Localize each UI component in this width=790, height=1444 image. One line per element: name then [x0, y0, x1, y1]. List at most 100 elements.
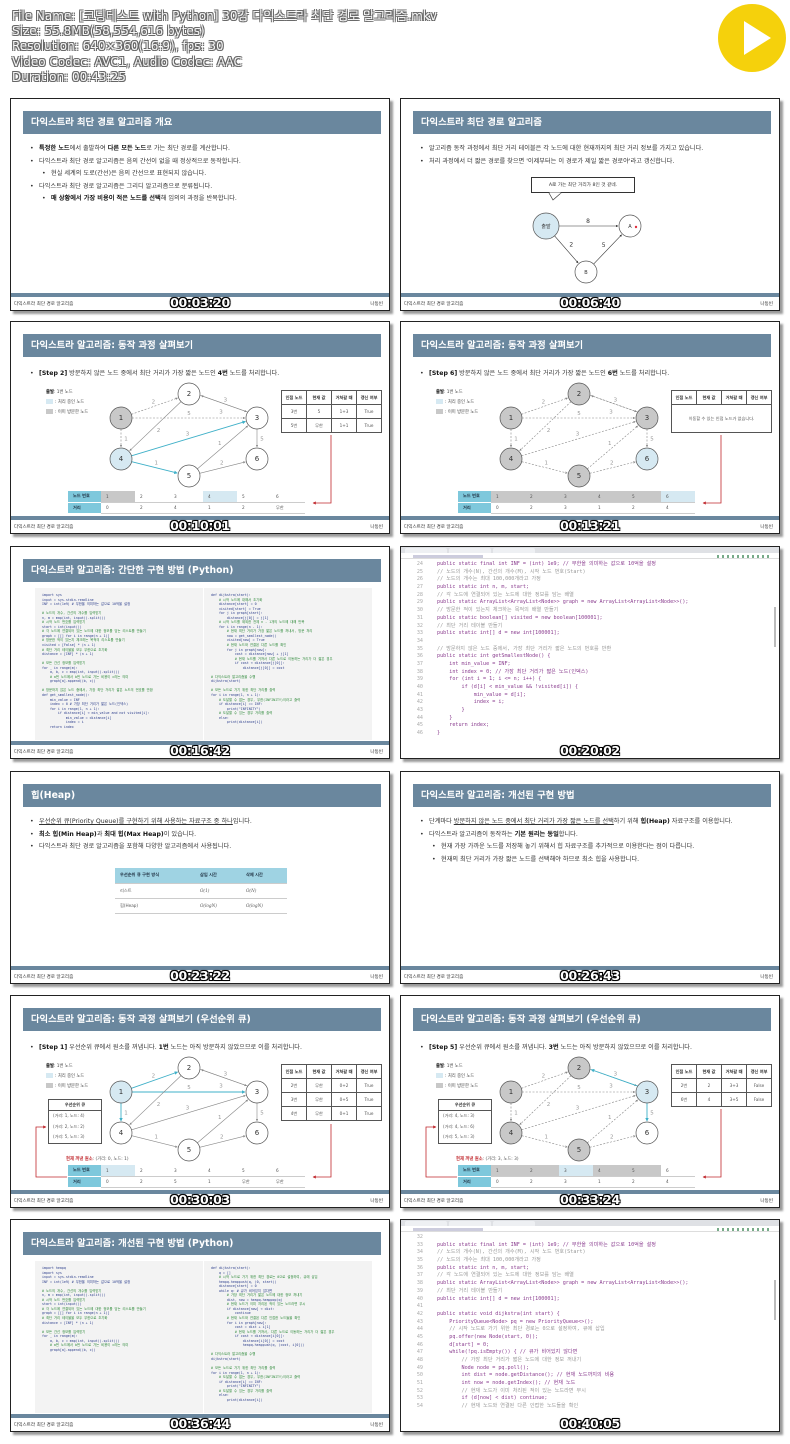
line-number: 46 — [416, 730, 423, 737]
edge-weight-label: 3 — [609, 410, 613, 416]
code-line: # 최단 거리 테이블을 모두 무한으로 초기화 — [42, 647, 108, 652]
browser-tab[interactable] — [449, 548, 491, 553]
code-line: heapq.heappush(q, (cost, i[0])) — [211, 1343, 305, 1348]
line-number: 25 — [416, 568, 423, 575]
bullet-text: 최대 힙(Max Heap) — [104, 830, 164, 838]
browser-tab[interactable] — [405, 1221, 447, 1226]
code-text: public static int n, m, start; — [437, 584, 530, 591]
address-input[interactable] — [413, 1227, 483, 1231]
code-line: distance[start] = 0 — [211, 1284, 257, 1289]
code-line: distance[i[0]] = cost — [211, 1338, 285, 1343]
code-line: # 도달할 수 있는 경우 거리를 출력 — [211, 711, 273, 716]
line-number: 38 — [416, 1280, 423, 1287]
footer-author: 나동빈 — [370, 1423, 383, 1428]
video-thumbnail-frame[interactable]: 다익스트라 알고리즘: 동작 과정 살펴보기 (우선순위 큐)다익스트라 최단 … — [400, 995, 780, 1208]
code-line: # 도달할 수 없는 경우, 무한(INFINITY)이라고 출력 — [211, 697, 301, 702]
footer-author: 나동빈 — [370, 750, 383, 755]
edge-weight-label: 3 — [576, 1106, 580, 1112]
legend-start-label: 출발 — [436, 390, 444, 395]
line-number: 34 — [416, 1249, 423, 1256]
graph-node-label: 6 — [645, 455, 650, 463]
scrollbar[interactable] — [774, 1280, 776, 1320]
graph-node-label: B — [584, 270, 588, 276]
code-text: int dist = node.getDistance(); // 현재 노드까… — [437, 1372, 615, 1379]
browser-tab[interactable] — [449, 1221, 491, 1226]
play-icon[interactable] — [718, 4, 786, 72]
legend-swatch-processing — [436, 399, 443, 404]
bullet-list: [Step 5] 우선순위 큐에서 원소를 꺼냅니다. 3번 노드는 아직 방문… — [417, 1042, 773, 1055]
code-line: # 방문하지 않은 노드 중에서, 가장 최단 거리가 짧은 노드의 번호를 반… — [42, 688, 153, 693]
slide-title: 다익스트라 알고리즘: 동작 과정 살펴보기 (우선순위 큐) — [23, 1008, 381, 1031]
bullet-text: 6번 — [607, 370, 618, 377]
graph-edge — [554, 235, 579, 264]
video-thumbnail-frame[interactable]: 다익스트라 알고리즘: 간단한 구현 방법 (Python)다익스트라 최단 경… — [10, 546, 390, 759]
graph-edge — [587, 1099, 639, 1144]
edge-weight-label: 2 — [157, 1102, 161, 1108]
legend-start-value: : 1번 노드 — [53, 1064, 73, 1069]
timestamp: 00:33:24 — [560, 1192, 620, 1207]
toolbar-icons[interactable] — [717, 1227, 771, 1231]
graph-node-label: 2 — [187, 390, 191, 398]
legend-processing: : 처리 중인 노드 — [46, 398, 88, 408]
code-line: cost = distance[now] + j[1] — [211, 652, 289, 657]
code-text: return index; — [437, 722, 490, 729]
heap-table-cell: O(logN) — [241, 898, 287, 914]
bullet-text: 다익스트라 최단 경로 알고리즘은 음의 간선이 없을 때 정상적으로 동작합니… — [39, 157, 241, 165]
code-line: distance = [INF] * (n + 1) — [42, 652, 94, 657]
edge-weight-label: 2 — [152, 399, 156, 405]
footer-bar — [11, 1414, 389, 1418]
slide-title: 다익스트라 최단 경로 알고리즘 — [413, 111, 771, 134]
browser-tab[interactable] — [405, 548, 447, 553]
graph-legend: 출발: 1번 노드: 처리 중인 노드: 이미 방문한 노드 — [436, 388, 478, 418]
bullet-item: 매 상황에서 가장 비용이 적은 노드를 선택해 임의의 과정을 반복합니다. — [39, 193, 383, 206]
browser-tab[interactable] — [493, 1221, 535, 1226]
timestamp: 00:06:40 — [560, 295, 620, 310]
bullet-text: 입니다. — [232, 818, 252, 825]
address-input[interactable] — [413, 554, 483, 558]
code-line: min_value = distance[i] — [42, 715, 112, 720]
graph-node-label: A — [628, 224, 632, 230]
bullet-item: 단계마다 방문하지 않은 노드 중에서 최단 거리가 가장 짧은 노드를 선택하… — [417, 816, 773, 829]
code-line: # 현재 노드를 거쳐서, 다른 노드로 이동하는 거리가 더 짧은 경우 — [211, 1329, 335, 1334]
scrollbar[interactable] — [774, 607, 776, 647]
code-text: // 방문한 적이 있는지 체크하는 목적의 배열 만들기 — [437, 607, 559, 614]
browser-tab[interactable] — [493, 548, 535, 553]
edge-weight-label: 8 — [586, 218, 590, 225]
priority-queue-title: 우선순위 큐 — [439, 1100, 491, 1111]
code-line: 53 if (d[now] < dist) continue; — [401, 1395, 779, 1403]
video-thumbnail-frame[interactable]: 다익스트라 알고리즘: 개선된 구현 방법 (Python)다익스트라 최단 경… — [10, 1219, 390, 1432]
edge-weight-label: 1 — [514, 1111, 518, 1117]
code-line: # 시작 노드로 가기 위한 최단 경로는 0으로 설정하여, 큐에 삽입 — [211, 1275, 318, 1280]
edge-weight-label: 5 — [650, 437, 654, 443]
legend-start-label: 출발 — [46, 1064, 54, 1069]
graph-edge — [521, 420, 636, 457]
toolbar-icons[interactable] — [717, 554, 771, 558]
code-text: if (d[i] < min_value && !visited[i]) { — [437, 684, 579, 690]
bullet-text: 다익스트라 알고리즘이 동작하는 — [429, 830, 515, 838]
video-thumbnail-frame[interactable]: 다익스트라 알고리즘: 동작 과정 살펴보기 (우선순위 큐)다익스트라 최단 … — [10, 995, 390, 1208]
graph-node — [177, 382, 201, 406]
priority-queue-item: (거리: 4, 노드: 3) — [443, 1113, 475, 1119]
heap-table-header: 우선순위 큐 구현 방식 — [115, 868, 195, 884]
code-line: 46} — [401, 730, 779, 738]
graph-node — [499, 447, 523, 471]
adjacency-cell: True — [356, 1078, 382, 1093]
code-line: for i in range(1, n + 1): — [211, 1370, 261, 1375]
distance-cell: 1 — [101, 491, 135, 503]
graph-node — [499, 406, 523, 430]
heap-table-row: 힙(Heap)O(logN)O(logN) — [115, 898, 287, 914]
code-line: 35// 노드의 개수는 최대 100,000개라고 가정 — [401, 1257, 779, 1265]
video-thumbnail-frame[interactable]: 힙(Heap)다익스트라 최단 경로 알고리즘나동빈우선순위 큐(Priorit… — [10, 771, 390, 984]
footer-author: 나동빈 — [370, 525, 383, 530]
adjacency-cell: 무한 — [306, 1106, 332, 1121]
